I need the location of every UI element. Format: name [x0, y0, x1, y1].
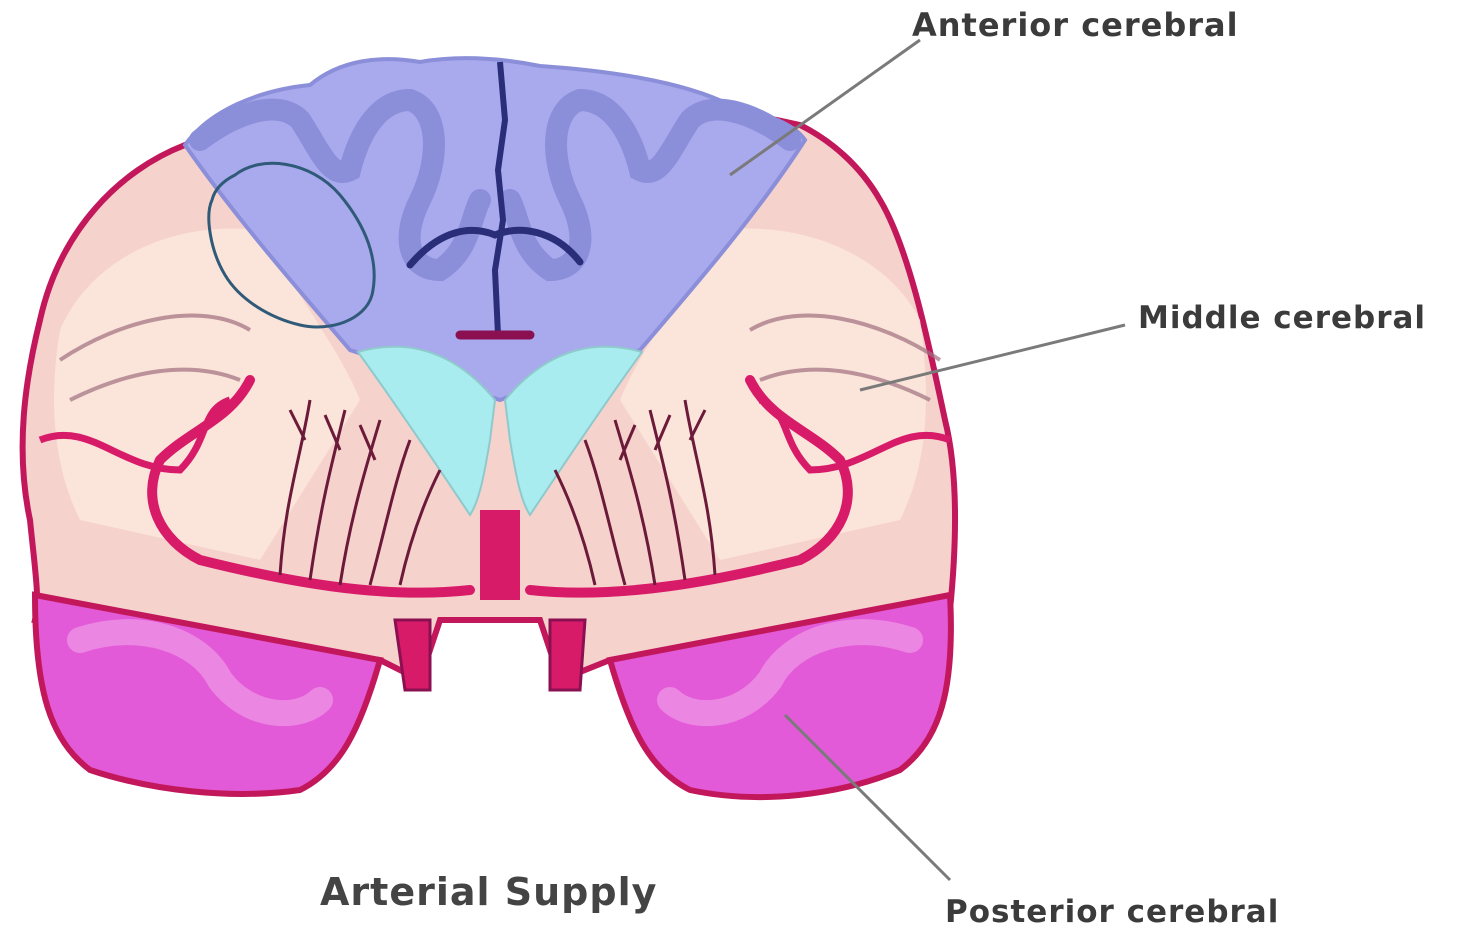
carotid-left — [395, 620, 430, 690]
basilar-stem — [480, 510, 520, 600]
diagram-title: Arterial Supply — [320, 870, 657, 914]
carotid-right — [550, 620, 585, 690]
label-posterior-cerebral: Posterior cerebral — [945, 894, 1279, 930]
label-middle-cerebral: Middle cerebral — [1138, 300, 1426, 336]
label-anterior-cerebral: Anterior cerebral — [912, 6, 1239, 44]
